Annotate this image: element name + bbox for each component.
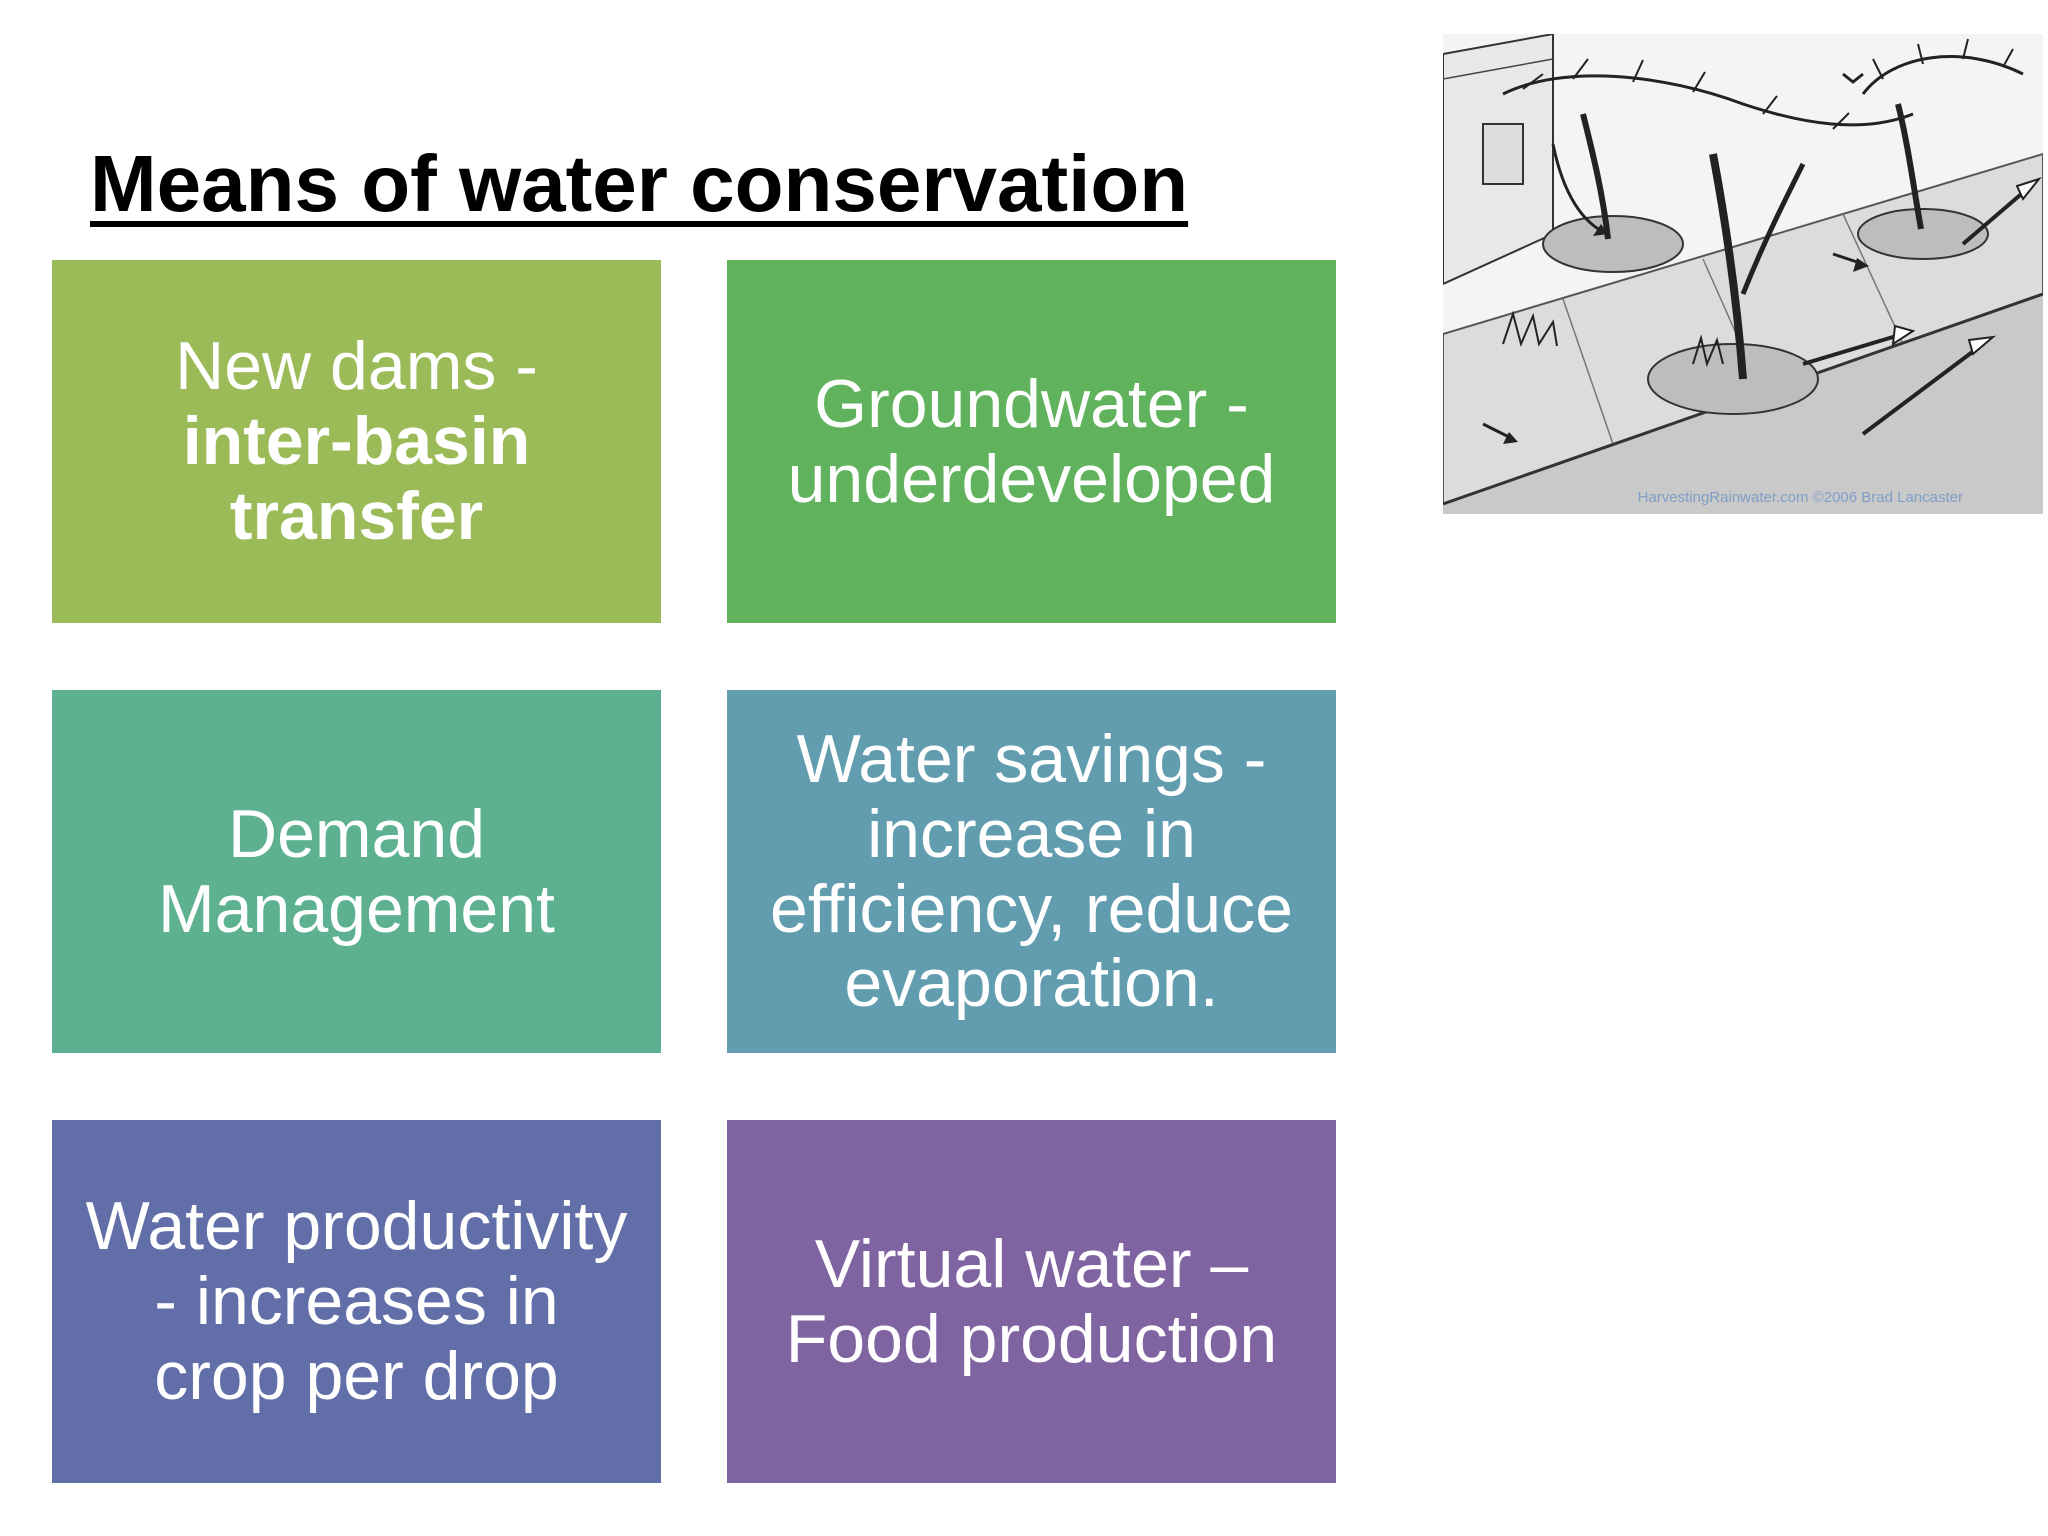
box-line: efficiency, reduce (770, 870, 1293, 947)
box-line: Water productivity (85, 1188, 628, 1265)
box-line: crop per drop (154, 1337, 559, 1414)
box-water-productivity: Water productivity - increases in crop p… (52, 1120, 661, 1483)
box-line: - increases in (154, 1263, 559, 1340)
box-line: New dams - (175, 328, 538, 405)
box-line: inter-basin (182, 403, 531, 480)
box-line: Management (158, 870, 555, 947)
box-demand-management: Demand Management (52, 690, 661, 1053)
box-line: Demand (227, 795, 486, 872)
box-line: Groundwater - (814, 365, 1249, 442)
box-line: evaporation. (844, 945, 1219, 1022)
rainwater-harvesting-illustration: HarvestingRainwater.com ©2006 Brad Lanca… (1443, 34, 2043, 514)
street-tree-sketch-icon (1443, 34, 2043, 514)
box-new-dams: New dams - inter-basin transfer (52, 260, 661, 623)
box-water-savings: Water savings - increase in efficiency, … (727, 690, 1336, 1053)
box-line: transfer (229, 477, 484, 554)
box-line: increase in (867, 795, 1196, 872)
slide-title: Means of water conservation (90, 139, 1189, 228)
box-groundwater: Groundwater - underdeveloped (727, 260, 1336, 623)
box-line: Virtual water – (814, 1225, 1249, 1302)
box-virtual-water: Virtual water – Food production (727, 1120, 1336, 1483)
box-line: Water savings - (796, 720, 1267, 797)
box-line: underdeveloped (787, 440, 1276, 517)
box-line: Food production (785, 1300, 1278, 1377)
image-credit: HarvestingRainwater.com ©2006 Brad Lanca… (1637, 489, 1963, 506)
